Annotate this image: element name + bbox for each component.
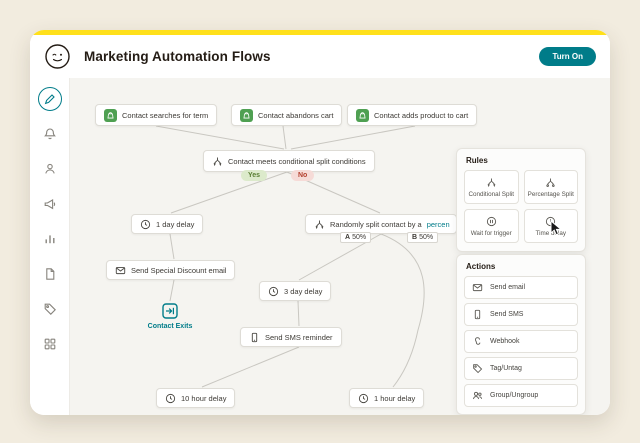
trigger-node-adds-product[interactable]: Contact adds product to cart xyxy=(347,104,478,126)
rule-tile-percentage-split[interactable]: Percentage Split xyxy=(523,170,578,204)
action-row-group-ungroup[interactable]: Group/Ungroup xyxy=(464,384,578,407)
trigger-label: Contact searches for term xyxy=(122,110,209,120)
delay-label: 10 hour delay xyxy=(181,393,227,403)
branch-b-letter: B xyxy=(412,234,418,241)
action-row-webhook[interactable]: Webhook xyxy=(464,330,578,353)
content-file-icon[interactable] xyxy=(38,262,62,286)
delay-10hour-node[interactable]: 10 hour delay xyxy=(156,388,236,408)
send-sms-node[interactable]: Send SMS reminder xyxy=(240,327,342,347)
contact-exit-label: Contact Exits xyxy=(147,323,193,330)
audience-contacts-icon[interactable] xyxy=(38,157,62,181)
exit-arrow-icon xyxy=(162,303,178,319)
trigger-label: Contact adds product to cart xyxy=(374,110,469,120)
turn-on-button[interactable]: Turn On xyxy=(539,47,596,66)
conditional-split-icon xyxy=(487,177,496,187)
rule-tile-label: Wait for trigger xyxy=(470,229,512,237)
action-label: Send SMS xyxy=(490,311,524,318)
rule-tile-wait-for-trigger[interactable]: Wait for trigger xyxy=(464,209,519,243)
action-row-tag-untag[interactable]: Tag/Untag xyxy=(464,357,578,380)
brand-accent-bar xyxy=(30,30,610,35)
random-split-node[interactable]: Randomly split contact by a percen xyxy=(305,214,457,234)
tags-icon[interactable] xyxy=(38,297,62,321)
clock-icon xyxy=(268,286,279,297)
action-label: Group/Ungroup xyxy=(490,392,539,399)
clock-icon xyxy=(358,393,369,404)
send-email-node[interactable]: Send Special Discount email xyxy=(106,260,236,280)
edit-icon[interactable] xyxy=(37,87,62,111)
delay-label: 3 day delay xyxy=(284,286,323,296)
trigger-label: Contact abandons cart xyxy=(258,110,334,120)
split-icon xyxy=(314,219,325,230)
split-icon xyxy=(212,156,223,167)
trigger-node-abandons-cart[interactable]: Contact abandons cart xyxy=(231,104,343,126)
action-label: Tag/Untag xyxy=(490,365,522,372)
campaigns-megaphone-icon[interactable] xyxy=(38,192,62,216)
clock-icon xyxy=(165,393,176,404)
app-header: Marketing Automation Flows Turn On xyxy=(30,35,610,78)
no-branch-badge: No xyxy=(291,170,315,182)
mailchimp-logo-icon[interactable] xyxy=(44,43,71,70)
action-row-send-email[interactable]: Send email xyxy=(464,276,578,299)
wait-for-trigger-icon xyxy=(486,216,496,226)
delay-3day-node[interactable]: 3 day delay xyxy=(259,281,332,301)
mouse-cursor xyxy=(550,220,563,236)
notifications-bell-icon[interactable] xyxy=(38,122,62,146)
conditional-split-label: Contact meets conditional split conditio… xyxy=(228,156,366,166)
shopify-bag-icon xyxy=(240,108,253,122)
page-title: Marketing Automation Flows xyxy=(84,49,271,64)
send-sms-icon xyxy=(471,308,484,321)
branch-b-value: 50% xyxy=(419,234,434,241)
action-label: Webhook xyxy=(490,338,520,345)
trigger-node-search[interactable]: Contact searches for term xyxy=(95,104,218,126)
integrations-grid-icon[interactable] xyxy=(38,332,62,356)
actions-panel: Actions Send email Send SMS xyxy=(456,254,586,415)
action-row-send-sms[interactable]: Send SMS xyxy=(464,303,578,326)
delay-1day-node[interactable]: 1 day delay xyxy=(131,214,204,234)
rule-tile-label: Percentage Split xyxy=(527,190,574,198)
delay-label: 1 hour delay xyxy=(374,393,416,403)
rules-panel: Rules Conditional Split Percentage Split… xyxy=(456,148,586,252)
send-email-label: Send Special Discount email xyxy=(131,265,227,275)
shopify-bag-icon xyxy=(356,108,369,122)
rules-panel-title: Rules xyxy=(466,156,488,165)
random-split-link-text: percen xyxy=(426,219,450,229)
rule-tile-label: Conditional Split xyxy=(468,190,514,198)
flow-canvas: Contact searches for term Contact abando… xyxy=(70,78,610,415)
branch-a-letter: A xyxy=(345,234,351,241)
actions-panel-title: Actions xyxy=(466,262,496,271)
envelope-icon xyxy=(115,265,126,276)
shopify-bag-icon xyxy=(104,108,117,122)
send-email-icon xyxy=(471,281,484,294)
tag-icon xyxy=(471,362,484,375)
analytics-chart-icon[interactable] xyxy=(38,227,62,251)
clock-icon xyxy=(140,219,151,230)
contact-exit-node[interactable]: Contact Exits xyxy=(147,303,193,330)
left-sidebar xyxy=(30,78,70,415)
action-label: Send email xyxy=(490,284,526,291)
group-icon xyxy=(471,389,484,402)
delay-1hour-node[interactable]: 1 hour delay xyxy=(349,388,425,408)
random-split-label: Randomly split contact by a xyxy=(330,219,422,229)
rule-tile-conditional-split[interactable]: Conditional Split xyxy=(464,170,519,204)
conditional-split-node[interactable]: Contact meets conditional split conditio… xyxy=(203,150,375,172)
percentage-split-icon xyxy=(546,177,555,187)
app-window: Marketing Automation Flows Turn On xyxy=(30,30,610,415)
yes-branch-badge: Yes xyxy=(241,170,268,182)
phone-icon xyxy=(249,332,260,343)
delay-label: 1 day delay xyxy=(156,219,195,229)
branch-a-value: 50% xyxy=(352,234,367,241)
webhook-icon xyxy=(471,335,484,348)
send-sms-label: Send SMS reminder xyxy=(265,332,333,342)
